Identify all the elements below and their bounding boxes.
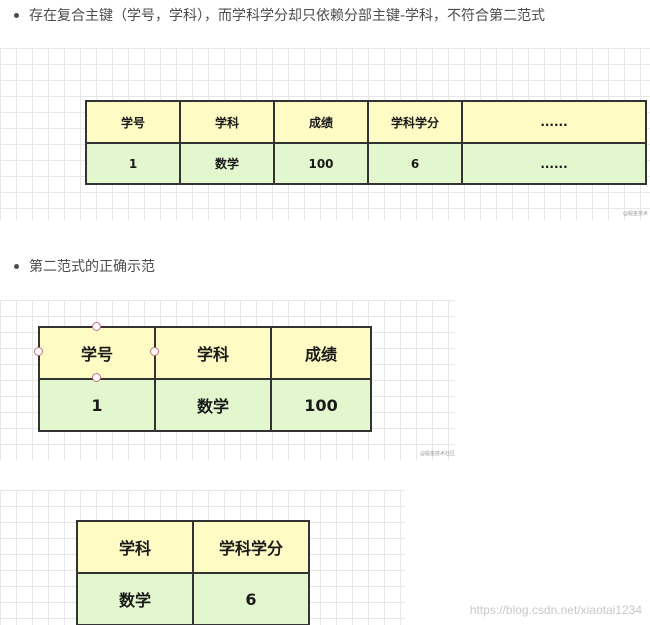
bullet-dot-icon [14, 12, 19, 18]
selection-handle-icon[interactable] [92, 322, 101, 331]
table-1-header-cell: 学科 [179, 100, 275, 144]
bullet-text-1: 存在复合主键（学号，学科），而学科学分却只依赖分部主键-学科，不符合第二范式 [29, 8, 546, 24]
table-3-data-cell: 6 [192, 572, 310, 625]
diagram-panel-2: 学号 学科 成绩 1 数学 100 @掘金技术社区 [0, 300, 455, 460]
table-1-data-cell: ...... [461, 142, 647, 185]
bullet-item-1: 存在复合主键（学号，学科），而学科学分却只依赖分部主键-学科，不符合第二范式 [14, 5, 545, 25]
table-3-header-cell: 学科学分 [192, 520, 310, 574]
table-1: 学号 学科 成绩 学科学分 ...... 1 数学 100 6 ...... [85, 100, 647, 185]
selection-handle-icon[interactable] [92, 373, 101, 382]
table-2-header-cell: 成绩 [270, 326, 372, 380]
table-1-header-cell: 学号 [85, 100, 181, 144]
table-3-data-row: 数学 6 [76, 572, 310, 625]
table-1-data-row: 1 数学 100 6 ...... [85, 142, 647, 185]
table-1-header-row: 学号 学科 成绩 学科学分 ...... [85, 100, 647, 144]
selection-handle-icon[interactable] [34, 347, 43, 356]
table-3-data-cell: 数学 [76, 572, 194, 625]
table-2-data-row: 1 数学 100 [38, 378, 372, 432]
table-3-header-cell: 学科 [76, 520, 194, 574]
table-2-credit: @掘金技术社区 [420, 451, 455, 457]
table-1-header-cell: 学科学分 [367, 100, 463, 144]
table-1-header-cell: 成绩 [273, 100, 369, 144]
table-1-data-cell: 6 [367, 142, 463, 185]
table-1-data-cell: 100 [273, 142, 369, 185]
csdn-watermark: https://blog.csdn.net/xiaotai1234 [469, 603, 642, 617]
selection-handle-icon[interactable] [150, 347, 159, 356]
table-1-data-cell: 数学 [179, 142, 275, 185]
table-2-header-cell: 学号 [38, 326, 156, 380]
table-1-header-cell: ...... [461, 100, 647, 144]
diagram-panel-3: 学科 学科学分 数学 6 [0, 490, 405, 625]
table-3-header-row: 学科 学科学分 [76, 520, 310, 574]
table-2-header-cell: 学科 [154, 326, 272, 380]
bullet-dot-icon [14, 263, 19, 269]
bullet-item-2: 第二范式的正确示范 [14, 256, 155, 276]
bullet-text-2: 第二范式的正确示范 [29, 259, 155, 275]
table-2-data-cell: 1 [38, 378, 156, 432]
table-1-credit: @掘金技术 [622, 211, 648, 217]
table-3: 学科 学科学分 数学 6 [76, 520, 310, 625]
table-2-data-cell: 数学 [154, 378, 272, 432]
table-2-header-row: 学号 学科 成绩 [38, 326, 372, 380]
table-2: 学号 学科 成绩 1 数学 100 [38, 326, 372, 432]
table-1-data-cell: 1 [85, 142, 181, 185]
table-2-data-cell: 100 [270, 378, 372, 432]
diagram-panel-1: 学号 学科 成绩 学科学分 ...... 1 数学 100 6 ...... @… [0, 48, 650, 220]
